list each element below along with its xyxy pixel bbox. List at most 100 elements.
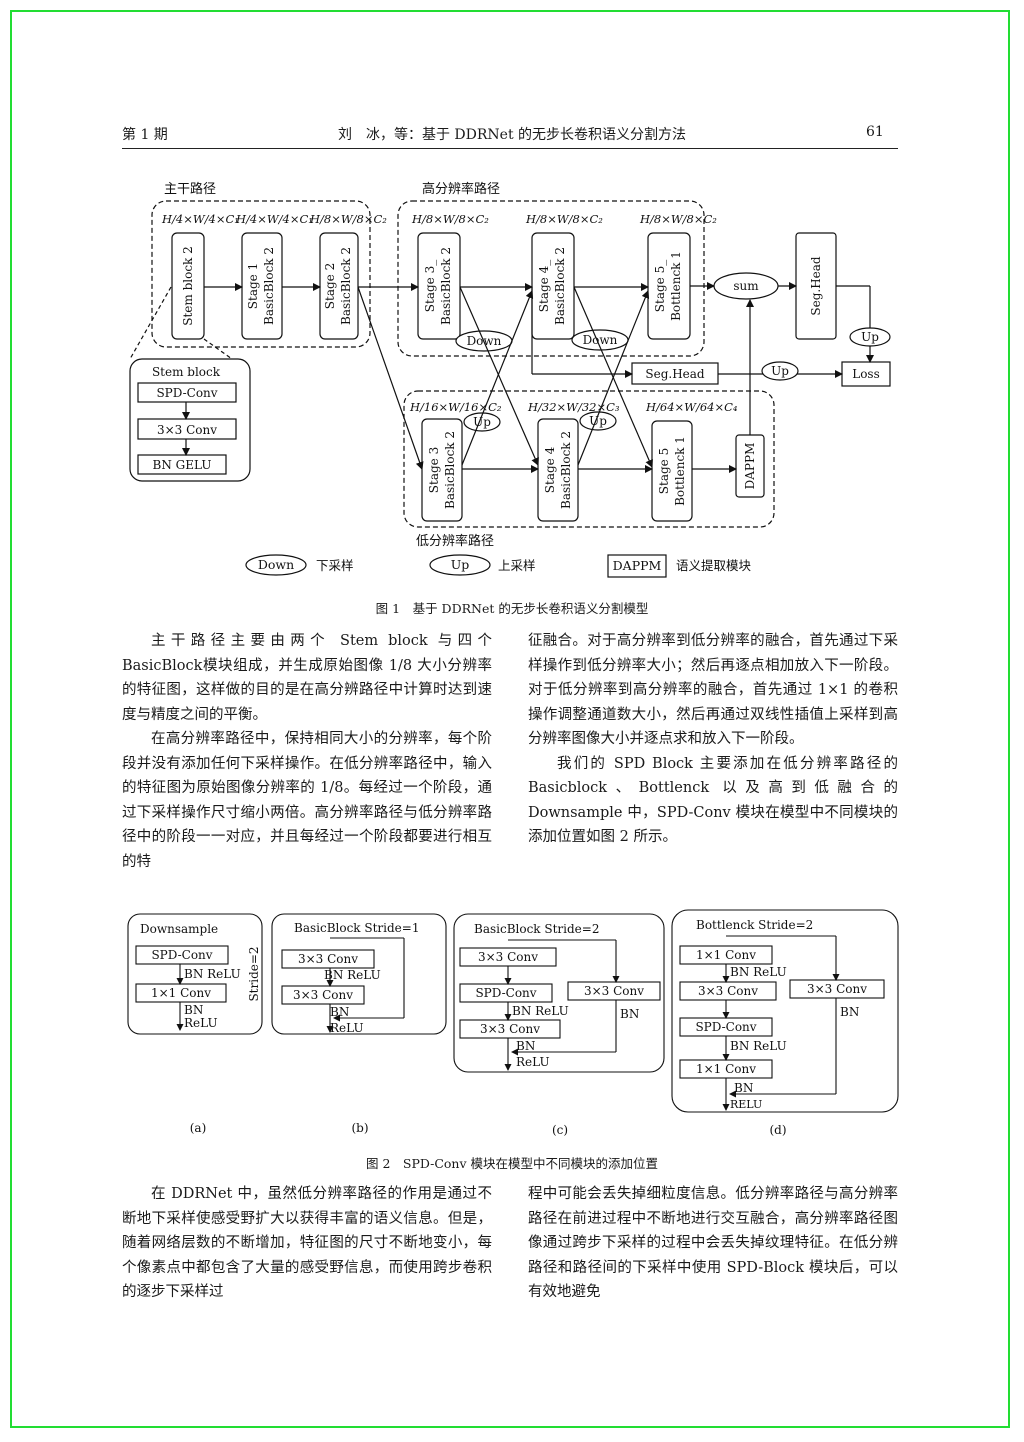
- low-stage4-label: Stage 4: [543, 446, 557, 493]
- sum-label: sum: [733, 279, 759, 293]
- bottlenck-title: Bottlenck Stride=2: [696, 918, 813, 932]
- paragraph: 我们的 SPD Block 主要添加在低分辨率路径的 Basicblock、Bo…: [528, 755, 898, 846]
- dappm-label: DAPPM: [743, 443, 757, 490]
- high-stage3-label: Stage 3_: [423, 260, 437, 312]
- basicblock-s2-panel: [453, 913, 665, 1073]
- downsample-panel: [127, 913, 263, 1035]
- conv-box: 3×3 Conv: [480, 1022, 540, 1036]
- seg-head-label: Seg.Head: [809, 256, 823, 316]
- loss-label: Loss: [852, 367, 880, 381]
- high-stage3-sub-label: BasicBlock 2: [439, 247, 453, 325]
- bn-relu-label: BN ReLU: [512, 1004, 569, 1018]
- para2-right-column: 程中可能会丢失掉细粒度信息。低分辨率路径与高分辨率路径在前进过程中不断地进行交互…: [528, 1182, 898, 1305]
- seg-head-aux-label: Seg.Head: [645, 367, 705, 381]
- figure2-caption: 图 2 SPD-Conv 模块在模型中不同模块的添加位置: [365, 1156, 659, 1171]
- stem-detail-item: BN GELU: [153, 458, 212, 472]
- basicblock-s1-title: BasicBlock Stride=1: [294, 921, 419, 935]
- legend-down-ellipse: [245, 554, 307, 576]
- dim-label: H/8×W/8×C₂: [309, 212, 387, 226]
- dim-label: H/8×W/8×C₂: [411, 212, 489, 226]
- bn-label: BN: [184, 1003, 203, 1017]
- stem-detail-box: [129, 358, 251, 482]
- header-rule: [122, 148, 898, 149]
- legend-down-text: 下采样: [316, 558, 354, 573]
- dim-label: H/64×W/64×C₄: [645, 400, 738, 414]
- up-ellipse-1: [463, 412, 501, 432]
- low-stage5-label: Stage 5: [657, 448, 671, 494]
- relu-label: RELU: [730, 1098, 762, 1111]
- dim-label: H/4×W/4×C₁: [161, 212, 239, 226]
- high-path-label: 高分辨率路径: [422, 181, 500, 197]
- relu-label: ReLU: [330, 1021, 364, 1035]
- bn-relu-label: BN ReLU: [184, 967, 241, 981]
- stage2-label: Stage 2: [323, 263, 337, 309]
- low-stage4-sub-label: BasicBlock 2: [559, 431, 573, 509]
- bn-label: BN: [330, 1005, 349, 1019]
- page-border: [10, 10, 1010, 1428]
- down-label: Down: [583, 333, 618, 347]
- legend-dappm-box: [607, 554, 667, 578]
- stage2-sub-label: BasicBlock 2: [339, 247, 353, 325]
- conv-box: 1×1 Conv: [696, 948, 756, 962]
- up-label: Up: [473, 415, 491, 429]
- conv-box: 3×3 Conv: [584, 984, 644, 998]
- conv-box: 1×1 Conv: [151, 986, 211, 1000]
- spd-conv-box: SPD-Conv: [151, 948, 212, 962]
- dim-label: H/8×W/8×C₂: [525, 212, 603, 226]
- header-page-number: 61: [866, 124, 884, 140]
- conv-box: 3×3 Conv: [698, 984, 758, 998]
- paragraph: 主干路径主要由两个 Stem block 与四个 BasicBlock模块组成，…: [122, 633, 492, 723]
- up-label: Up: [861, 330, 879, 344]
- para1-left-column: 主干路径主要由两个 Stem block 与四个 BasicBlock模块组成，…: [122, 629, 492, 874]
- stride-label: Stride=2: [247, 946, 261, 1001]
- bn-label: BN: [840, 1005, 859, 1019]
- subfig-label-b: (b): [351, 1121, 368, 1135]
- relu-label: ReLU: [516, 1055, 550, 1069]
- figure1-caption: 图 1 基于 DDRNet 的无步长卷积语义分割模型: [375, 601, 649, 616]
- high-stage4-label: Stage 4_: [537, 260, 551, 312]
- main-path-label: 主干路径: [164, 181, 216, 197]
- bn-relu-label: BN ReLU: [324, 968, 381, 982]
- legend-up-label: Up: [451, 557, 470, 572]
- legend-up-ellipse: [429, 554, 491, 576]
- downsample-title: Downsample: [140, 922, 218, 936]
- legend-dappm-text: 语义提取模块: [676, 558, 752, 573]
- low-res-region: [403, 390, 775, 528]
- basicblock-s1-panel: [271, 913, 447, 1035]
- stem-detail-item: SPD-Conv: [156, 386, 217, 400]
- bn-label: BN: [620, 1007, 639, 1021]
- low-stage3-block: [421, 418, 463, 522]
- conv-box: 3×3 Conv: [807, 982, 867, 996]
- subfig-label-d: (d): [769, 1123, 786, 1137]
- subfig-label-c: (c): [552, 1123, 568, 1137]
- high-stage5-sub-label: Bottlenck 1: [669, 251, 683, 321]
- subfig-label-a: (a): [190, 1121, 207, 1135]
- high-stage4-sub-label: BasicBlock 2: [553, 247, 567, 325]
- low-path-label: 低分辨率路径: [416, 533, 494, 549]
- low-stage3-sub-label: BasicBlock 2: [443, 431, 457, 509]
- dim-label: H/8×W/8×C₂: [639, 212, 717, 226]
- bottlenck-panel: [671, 909, 899, 1113]
- stage1-sub-label: BasicBlock 2: [262, 247, 276, 325]
- legend-down-label: Down: [258, 557, 294, 572]
- low-stage3-label: Stage 3: [427, 447, 441, 493]
- stem-detail-title: Stem block: [152, 365, 221, 379]
- conv-box: 3×3 Conv: [298, 952, 358, 966]
- low-stage5-sub-label: Bottlenck 1: [673, 436, 687, 506]
- basicblock-s2-title: BasicBlock Stride=2: [474, 922, 599, 936]
- header-issue: 第 1 期: [122, 127, 168, 143]
- conv-box: 3×3 Conv: [293, 988, 353, 1002]
- high-stage5-label: Stage 5_: [653, 260, 667, 312]
- spd-conv-box: SPD-Conv: [475, 986, 536, 1000]
- bn-label: BN: [734, 1081, 753, 1095]
- up-ellipse-2: [579, 411, 617, 431]
- bn-relu-label: BN ReLU: [730, 965, 787, 979]
- legend-dappm-label: DAPPM: [613, 558, 662, 573]
- dim-label: H/16×W/16×C₂: [409, 400, 502, 414]
- stem-detail-item: 3×3 Conv: [157, 423, 217, 437]
- para1-right-column: 征融合。对于高分辨率到低分辨率的融合，首先通过下采样操作到低分辨率大小；然后再逐…: [528, 629, 898, 850]
- figure2-diagram: Downsample SPD-Conv BN ReLU 1×1 Conv BN …: [127, 909, 899, 1137]
- bn-label: BN: [516, 1039, 535, 1053]
- up-label: Up: [589, 414, 607, 428]
- bn-relu-label: BN ReLU: [730, 1039, 787, 1053]
